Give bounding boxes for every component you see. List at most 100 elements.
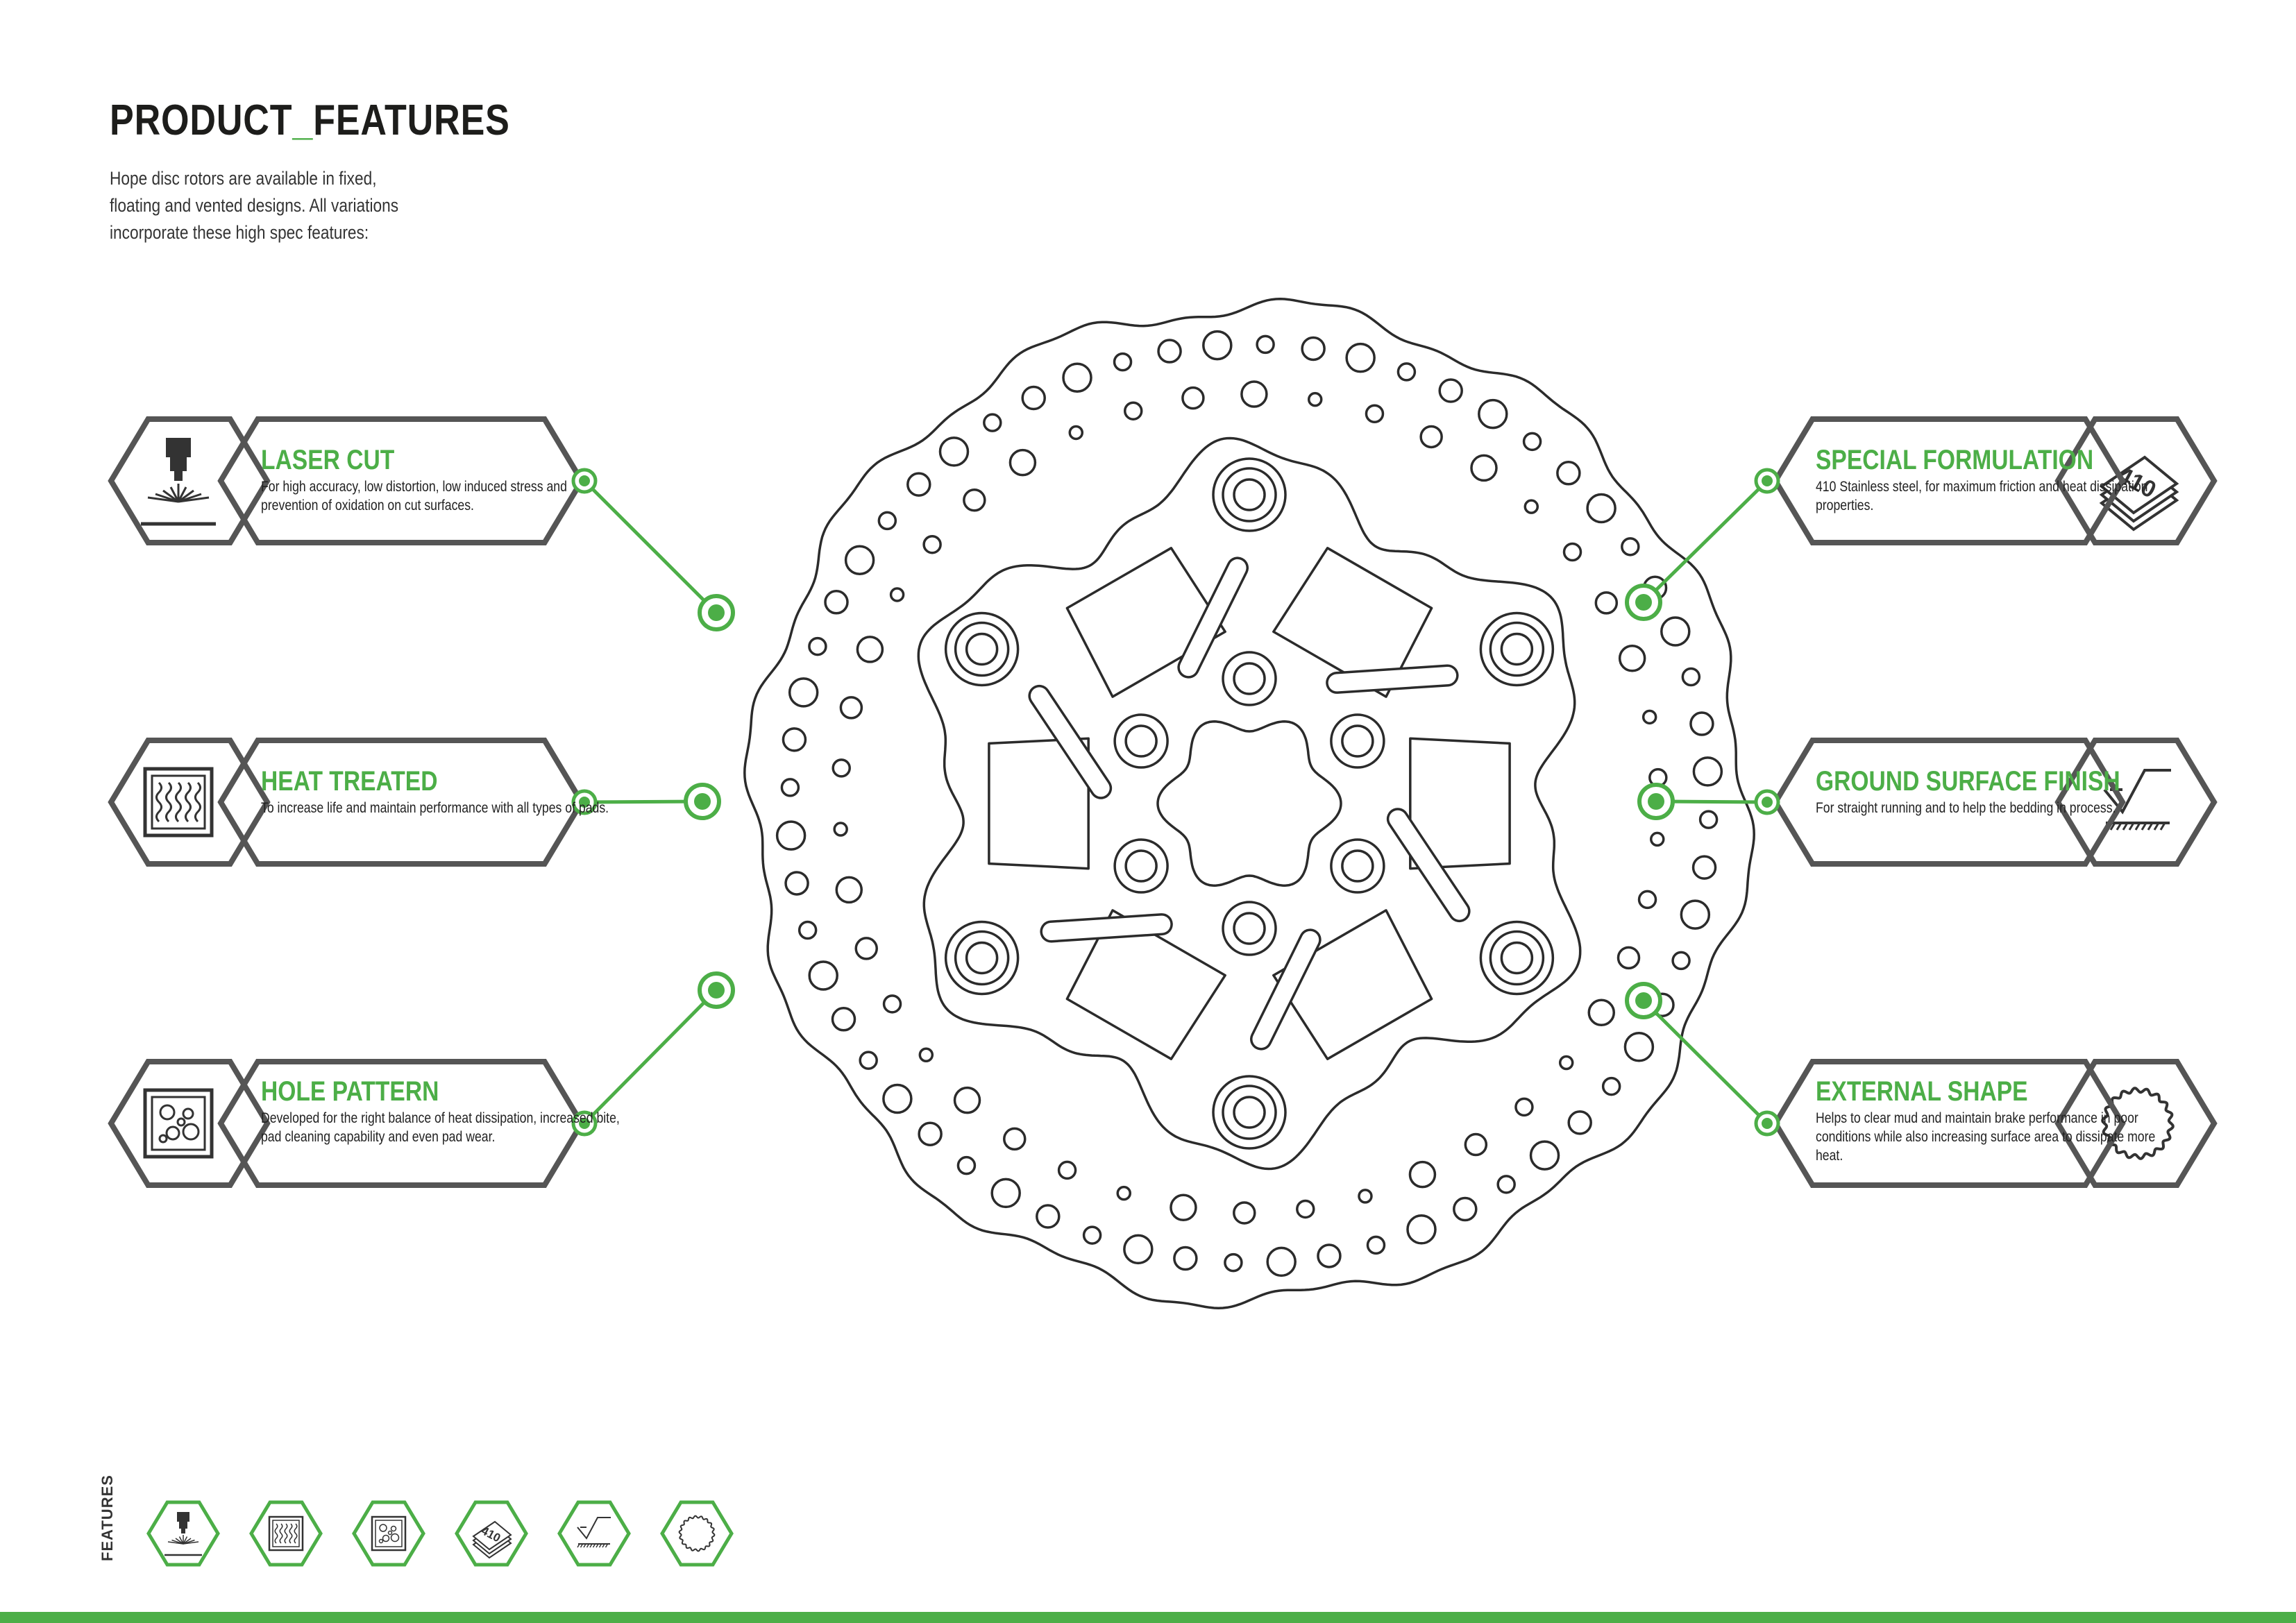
connector-line	[1642, 999, 1769, 1125]
rotor-boss	[944, 611, 1020, 687]
rotor-hole	[1366, 1235, 1386, 1255]
feature-hole-pattern: HOLE PATTERN Developed for the right bal…	[261, 1076, 650, 1146]
rotor-hole	[775, 820, 807, 851]
rotor-hotspot-dot	[1648, 793, 1664, 810]
rotor-hole	[882, 1083, 913, 1114]
rotor-slot-inner	[1328, 666, 1457, 692]
rotor-hole	[1301, 336, 1326, 362]
rotor-hole	[1453, 1196, 1478, 1222]
rotor-hole	[1307, 391, 1323, 407]
rotor-hole	[1496, 1175, 1516, 1194]
rotor-hole	[832, 758, 851, 778]
feature-external-shape: EXTERNAL SHAPE Helps to clear mud and ma…	[1816, 1076, 2204, 1165]
rotor-hole	[1181, 386, 1205, 410]
feature-title: HOLE PATTERN	[261, 1076, 439, 1107]
rotor-hole	[1522, 432, 1542, 452]
rotor-boss-hole	[1500, 941, 1534, 975]
rotor-boss	[1479, 611, 1555, 687]
rotor-hole	[824, 590, 849, 615]
footer-feature-icon	[660, 1500, 734, 1567]
rotor-hole	[1202, 330, 1233, 361]
rotor-boss-ring	[1489, 930, 1545, 986]
rotor-boss-ring	[1489, 621, 1545, 677]
rotor-hole	[963, 488, 986, 512]
heat-icon	[143, 767, 214, 838]
rotor-hole	[1698, 810, 1719, 829]
rotor-hole	[1681, 667, 1701, 687]
rotor-hole	[990, 1178, 1021, 1209]
footer-feature-icon	[146, 1500, 220, 1567]
rotor-hole	[808, 636, 827, 656]
rotor-hole	[1641, 709, 1657, 725]
rotor-bolt	[1330, 713, 1385, 769]
rotor-hole	[1116, 1185, 1131, 1201]
rotor-bolt	[1222, 901, 1277, 956]
rotor-hole	[1419, 425, 1443, 449]
rotor-hole	[1529, 1140, 1560, 1171]
rotor-slot-inner	[1179, 559, 1247, 677]
wavy-edge-icon	[678, 1515, 716, 1552]
rotor-bolt-hole	[1233, 662, 1266, 695]
rotor-hole	[1464, 1132, 1488, 1157]
rotor-slot-inner	[1030, 687, 1110, 797]
rotor-hole	[1266, 1246, 1297, 1277]
feature-description: To increase life and maintain performanc…	[261, 800, 609, 816]
rotor-hole	[1671, 951, 1691, 971]
rotor-hotspot-dot	[708, 982, 725, 999]
wavy-edge-icon	[2101, 1087, 2175, 1160]
rotor-hole	[1438, 378, 1463, 403]
heat-icon	[268, 1515, 304, 1552]
rotor-hole	[780, 778, 800, 797]
surface-finish-icon	[577, 1517, 611, 1548]
rotor-hole	[1567, 1110, 1592, 1135]
connector-node-dot	[1762, 797, 1773, 808]
feature-laser-cut: LASER CUT For high accuracy, low distort…	[261, 444, 650, 515]
rotor-boss-ring	[954, 930, 1010, 986]
rotor-hole	[1470, 454, 1498, 482]
rotor-hole	[1224, 1252, 1243, 1273]
rotor-hole	[1240, 380, 1268, 408]
rotor-hole	[1123, 401, 1143, 420]
feature-title: EXTERNAL SHAPE	[1816, 1076, 2028, 1107]
connector-node-dot	[579, 1118, 590, 1129]
rotor-bolt-hole	[1124, 849, 1158, 883]
rotor-boss-hole	[1233, 478, 1266, 511]
feature-description: Developed for the right balance of heat …	[261, 1110, 620, 1145]
rotor-bolt-hole	[1341, 724, 1374, 758]
rotor-hole	[1637, 890, 1657, 910]
rotor-hole	[1003, 1127, 1027, 1151]
feature-frame-left	[143, 767, 214, 838]
footer-bar	[0, 1612, 2296, 1623]
rotor-hole	[877, 511, 897, 531]
rotor-hole	[918, 1121, 943, 1146]
footer-feature-icon: 410	[455, 1500, 528, 1567]
rotor-hole	[918, 1047, 934, 1063]
rotor-slot-inner	[1042, 915, 1171, 941]
connector-node-dot	[579, 475, 590, 486]
rotor-hole	[782, 727, 807, 752]
rotor-hole	[1689, 711, 1714, 736]
rotor-hole	[1562, 542, 1582, 562]
rotor-boss-hole	[965, 941, 999, 975]
rotor-hole	[1021, 385, 1046, 411]
feature-description: For high accuracy, low distortion, low i…	[261, 479, 567, 513]
rotor-hotspot-dot	[708, 604, 725, 621]
rotor-hole	[784, 871, 809, 896]
rotor-hole	[1170, 1193, 1197, 1222]
rotor-hole	[1558, 1055, 1574, 1071]
rotor-centre	[1156, 720, 1342, 887]
rotor-hole	[859, 1051, 878, 1070]
rotor-hole	[906, 472, 931, 497]
feature-heat-treated: HEAT TREATED To increase life and mainta…	[261, 765, 650, 817]
laser-icon	[141, 438, 216, 526]
feature-description: 410 Stainless steel, for maximum frictio…	[1816, 479, 2148, 513]
rotor-bolt	[1113, 713, 1169, 769]
rotor-hole	[1587, 999, 1616, 1027]
rotor-hole	[1317, 1243, 1342, 1268]
rotor-hole	[833, 822, 848, 837]
rotor-hole	[1408, 1160, 1437, 1189]
feature-special-formulation: SPECIAL FORMULATION 410 Stainless steel,…	[1816, 444, 2204, 515]
rotor-hole	[1173, 1246, 1198, 1271]
feature-frame-right	[2101, 1087, 2175, 1160]
